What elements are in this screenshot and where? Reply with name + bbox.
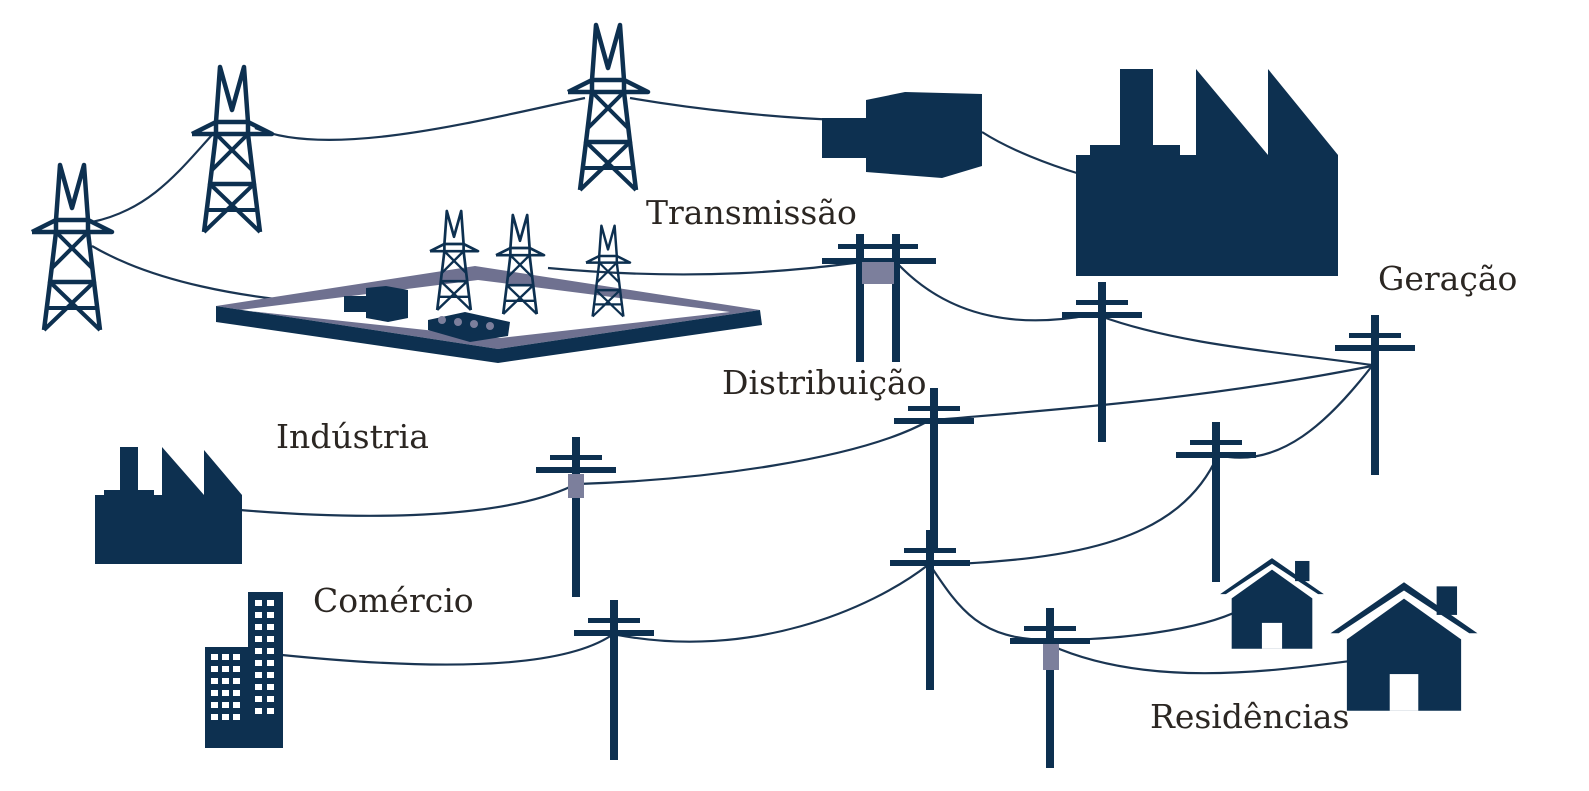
line-dist5-pole-com: [617, 564, 929, 643]
utility-pole-icon: [1176, 422, 1256, 582]
utility-pole-transformer-icon: [536, 437, 616, 597]
line-pole-com-building: [281, 634, 613, 666]
utility-pole-icon: [574, 600, 654, 760]
line-tower2-tower3: [254, 96, 586, 142]
line-tower3-generator: [629, 96, 843, 122]
line-pole-res-house1: [1051, 609, 1241, 642]
line-pole-dist1: [895, 261, 1091, 322]
line-dist1-dist2: [1099, 314, 1373, 367]
generator-icon: [822, 92, 982, 178]
line-tower1-tower2: [91, 134, 213, 224]
label-commerce: Comércio: [313, 581, 474, 620]
utility-pole-icon: [1062, 282, 1142, 442]
label-generation: Geração: [1378, 259, 1518, 298]
substation-icon: [216, 209, 762, 363]
utility-pole-transformer-icon: [1010, 608, 1090, 768]
office-building-icon: [205, 592, 283, 748]
factory-icon: [95, 447, 242, 564]
line-dist4-dist5: [929, 454, 1220, 567]
line-pole-ind-factory: [239, 485, 573, 517]
label-residences: Residências: [1150, 697, 1350, 736]
line-substation-pole: [547, 260, 863, 276]
line-pole-res-house2: [1049, 643, 1359, 675]
transmission-tower-icon: [32, 165, 112, 330]
transmission-tower-icon: [568, 25, 648, 190]
transmission-tower-icon: [192, 67, 272, 232]
power-lines: [91, 96, 1373, 675]
label-distribution: Distribuição: [722, 363, 927, 402]
utility-pole-icon: [894, 388, 974, 548]
line-dist2-dist3: [933, 364, 1373, 422]
line-dist3-pole-ind: [577, 419, 931, 486]
label-transmission: Transmissão: [646, 193, 857, 232]
label-industry: Indústria: [276, 417, 429, 456]
house-icon: [1220, 558, 1324, 649]
utility-pole-icon: [890, 530, 970, 690]
line-generator-plant: [981, 131, 1081, 176]
utility-pole-transformer-icon: [822, 234, 936, 362]
power-plant-icon: [1076, 69, 1338, 276]
house-icon: [1330, 582, 1478, 711]
